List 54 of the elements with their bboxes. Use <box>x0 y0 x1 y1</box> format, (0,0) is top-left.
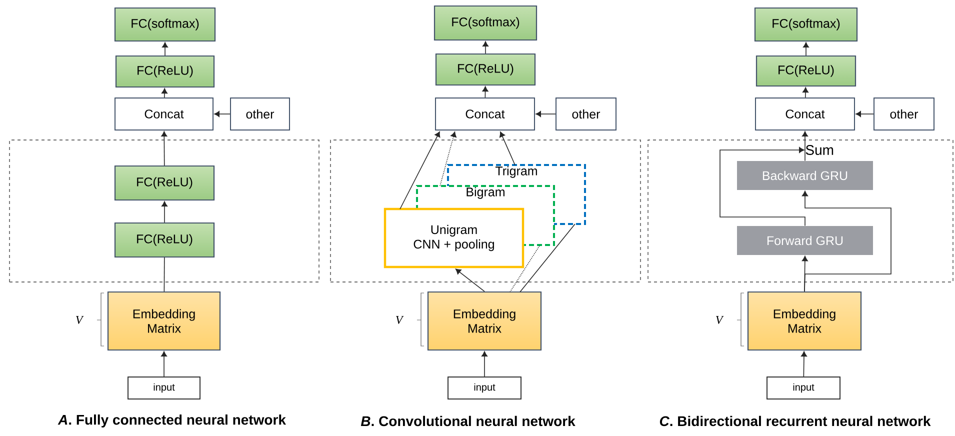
ngram-box: Unigram CNN + pooling <box>384 208 524 268</box>
embedding-box: Embedding Matrix <box>747 291 862 351</box>
arrow <box>161 131 168 166</box>
arrow <box>800 351 807 377</box>
arrow <box>802 87 808 98</box>
arrow <box>162 42 168 56</box>
layer-box: FC(softmax) <box>754 7 858 42</box>
arrow <box>162 201 168 223</box>
input-box: input <box>128 376 200 400</box>
layer-box: FC(ReLU) <box>114 165 215 201</box>
sum-label: Sum <box>806 145 834 155</box>
layer-box: FC(softmax) <box>114 7 216 42</box>
input-box: input <box>766 376 840 400</box>
arrow <box>803 42 809 56</box>
concat-box: Concat <box>114 98 214 130</box>
arrow <box>856 111 874 117</box>
arrow <box>440 132 456 186</box>
layer-box: FC(ReLU) <box>756 55 856 87</box>
caption: C. Bidirectional recurrent neural network <box>660 416 931 426</box>
arrow <box>400 132 440 210</box>
dashed-region <box>9 140 320 282</box>
concat-box: other <box>230 98 290 130</box>
arrow <box>161 351 168 377</box>
concat-box: Concat <box>755 98 855 130</box>
variable-label: V <box>76 316 84 324</box>
layer-box: FC(ReLU) <box>115 55 215 88</box>
variable-label: V <box>716 316 724 324</box>
concat-box: other <box>874 98 934 130</box>
arrow <box>482 41 488 54</box>
gru-box: Forward GRU <box>737 226 873 255</box>
layer-box: FC(ReLU) <box>114 222 215 258</box>
arrow <box>720 147 806 226</box>
arrow <box>500 132 516 166</box>
input-box: input <box>448 376 522 400</box>
caption: B. Convolutional neural network <box>360 416 576 426</box>
embedding-box: Embedding Matrix <box>107 291 221 351</box>
arrow <box>802 190 892 292</box>
arrow <box>802 131 808 150</box>
gru-box: Backward GRU <box>737 161 873 190</box>
embedding-box: Embedding Matrix <box>427 291 542 351</box>
concat-box: Concat <box>435 98 535 130</box>
dashed-region <box>648 140 954 282</box>
arrow <box>482 86 488 98</box>
caption: A. Fully connected neural network <box>58 414 286 428</box>
arrow <box>162 88 168 98</box>
layer-box: FC(ReLU) <box>435 53 536 86</box>
arrow <box>482 351 488 377</box>
variable-label: V <box>396 316 404 324</box>
arrow <box>455 268 485 292</box>
layer-box: FC(softmax) <box>434 5 538 41</box>
arrow <box>536 111 556 117</box>
dashed-region <box>330 140 641 282</box>
arrow <box>214 111 230 117</box>
concat-box: other <box>556 98 616 130</box>
